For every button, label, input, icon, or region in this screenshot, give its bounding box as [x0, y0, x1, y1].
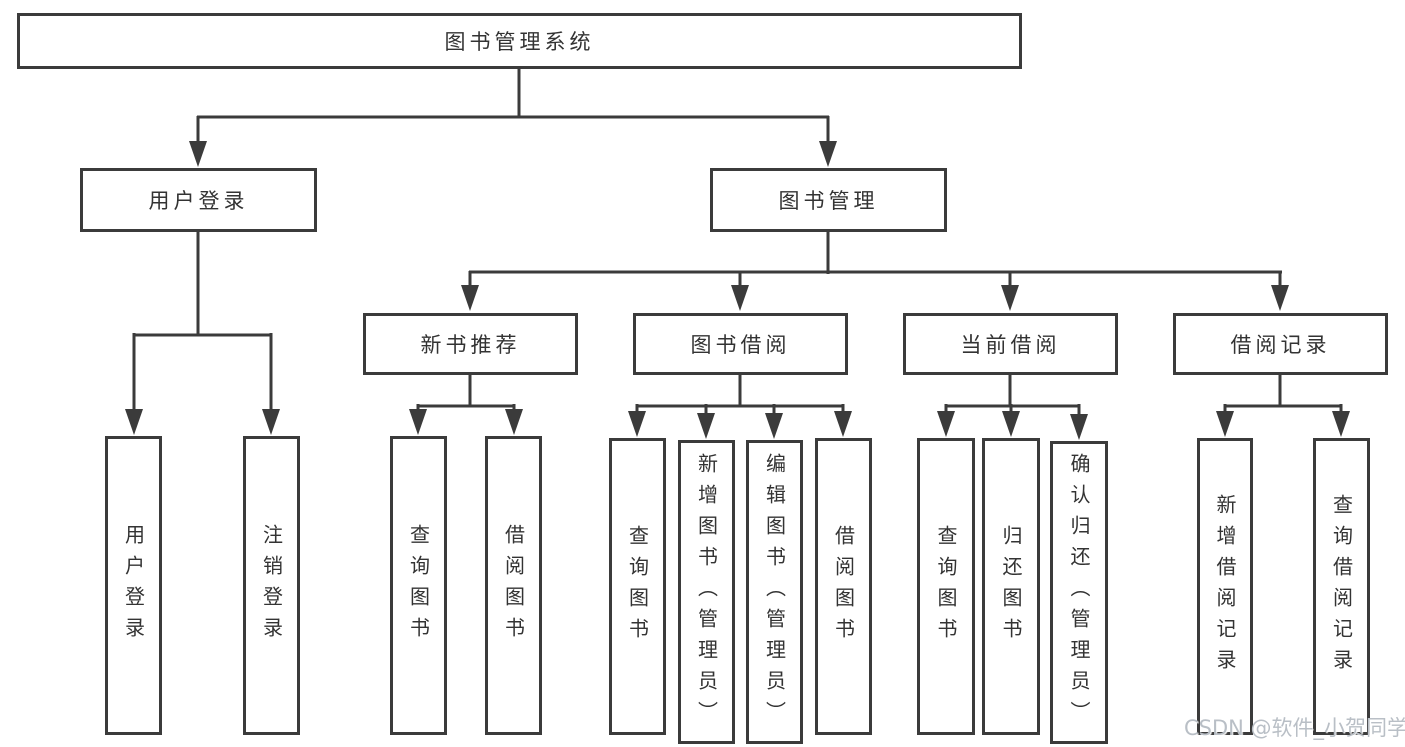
arrow-down-icon: [262, 409, 280, 435]
arrow-down-icon: [1002, 411, 1020, 437]
arrow-down-icon: [628, 411, 646, 437]
arrow-down-icon: [1001, 285, 1019, 311]
node-label: 用户登录: [121, 523, 146, 648]
leaf-current-query-books: 查询图书: [917, 438, 975, 735]
node-current-borrow: 当前借阅: [903, 313, 1118, 375]
node-label: 图书借阅: [690, 333, 791, 357]
node-label: 借阅图书: [831, 524, 856, 649]
arrow-down-icon: [189, 141, 207, 167]
arrow-down-icon: [409, 409, 427, 435]
arrow-down-icon: [834, 411, 852, 437]
leaf-current-return-books: 归还图书: [982, 438, 1040, 735]
arrow-down-icon: [765, 413, 783, 439]
node-label: 借阅记录: [1230, 333, 1331, 357]
arrow-down-icon: [125, 409, 143, 435]
node-label: 新书推荐: [420, 333, 521, 357]
node-new-book-recommend: 新书推荐: [363, 313, 578, 375]
leaf-logout-login: 注销登录: [243, 436, 300, 735]
arrow-down-icon: [1332, 411, 1350, 437]
arrow-down-icon: [461, 285, 479, 311]
connector-book-borrow-to-leaves: [628, 375, 852, 439]
arrow-down-icon: [819, 141, 837, 167]
leaf-borrow-edit-books-admin: 编辑图书（管理员）: [746, 440, 803, 744]
leaf-records-query-record: 查询借阅记录: [1313, 438, 1370, 735]
node-book-borrow: 图书借阅: [633, 313, 848, 375]
node-user-login: 用户登录: [80, 168, 317, 232]
leaf-records-add-record: 新增借阅记录: [1197, 438, 1253, 735]
node-label: 图书管理系统: [444, 30, 595, 54]
leaf-recommend-borrow-books: 借阅图书: [485, 436, 542, 735]
arrow-down-icon: [937, 411, 955, 437]
arrow-down-icon: [697, 413, 715, 439]
node-label: 归还图书: [999, 524, 1023, 649]
connector-book-mgmt-to-level3: [461, 232, 1289, 311]
arrow-down-icon: [1070, 414, 1088, 440]
arrow-down-icon: [505, 409, 523, 435]
leaf-borrow-add-books-admin: 新增图书（管理员）: [678, 440, 735, 744]
leaf-recommend-query-books: 查询图书: [390, 436, 447, 735]
arrow-down-icon: [1216, 411, 1234, 437]
node-label: 借阅图书: [501, 523, 526, 648]
leaf-current-confirm-return-admin: 确认归还（管理员）: [1050, 441, 1108, 744]
node-label: 查询图书: [625, 524, 650, 649]
arrow-down-icon: [1271, 285, 1289, 311]
connector-current-borrow-to-leaves: [937, 375, 1088, 440]
node-label: 用户登录: [148, 189, 249, 213]
node-label: 图书管理: [778, 189, 879, 213]
connector-borrow-records-to-leaves: [1216, 375, 1350, 437]
node-label: 当前借阅: [960, 333, 1061, 357]
leaf-borrow-query-books: 查询图书: [609, 438, 666, 735]
node-label: 查询借阅记录: [1329, 493, 1354, 680]
node-label: 新增图书（管理员）: [694, 452, 719, 732]
leaf-user-login: 用户登录: [105, 436, 162, 735]
node-borrow-records: 借阅记录: [1173, 313, 1388, 375]
arrow-down-icon: [731, 285, 749, 311]
leaf-borrow-borrow-books: 借阅图书: [815, 438, 872, 735]
watermark: CSDN @软件_小贺同学: [1184, 716, 1405, 740]
node-label: 查询图书: [934, 524, 958, 649]
node-book-management: 图书管理: [710, 168, 947, 232]
connector-root-to-level2: [189, 69, 837, 167]
connector-user-login-to-leaves: [125, 232, 280, 435]
node-label: 注销登录: [259, 523, 284, 648]
node-label: 查询图书: [406, 523, 431, 648]
node-label: 编辑图书（管理员）: [762, 452, 787, 732]
connector-new-book-rec-to-leaves: [409, 375, 523, 435]
node-label: 新增借阅记录: [1213, 493, 1237, 680]
node-root: 图书管理系统: [17, 13, 1022, 69]
node-label: 确认归还（管理员）: [1067, 453, 1091, 732]
